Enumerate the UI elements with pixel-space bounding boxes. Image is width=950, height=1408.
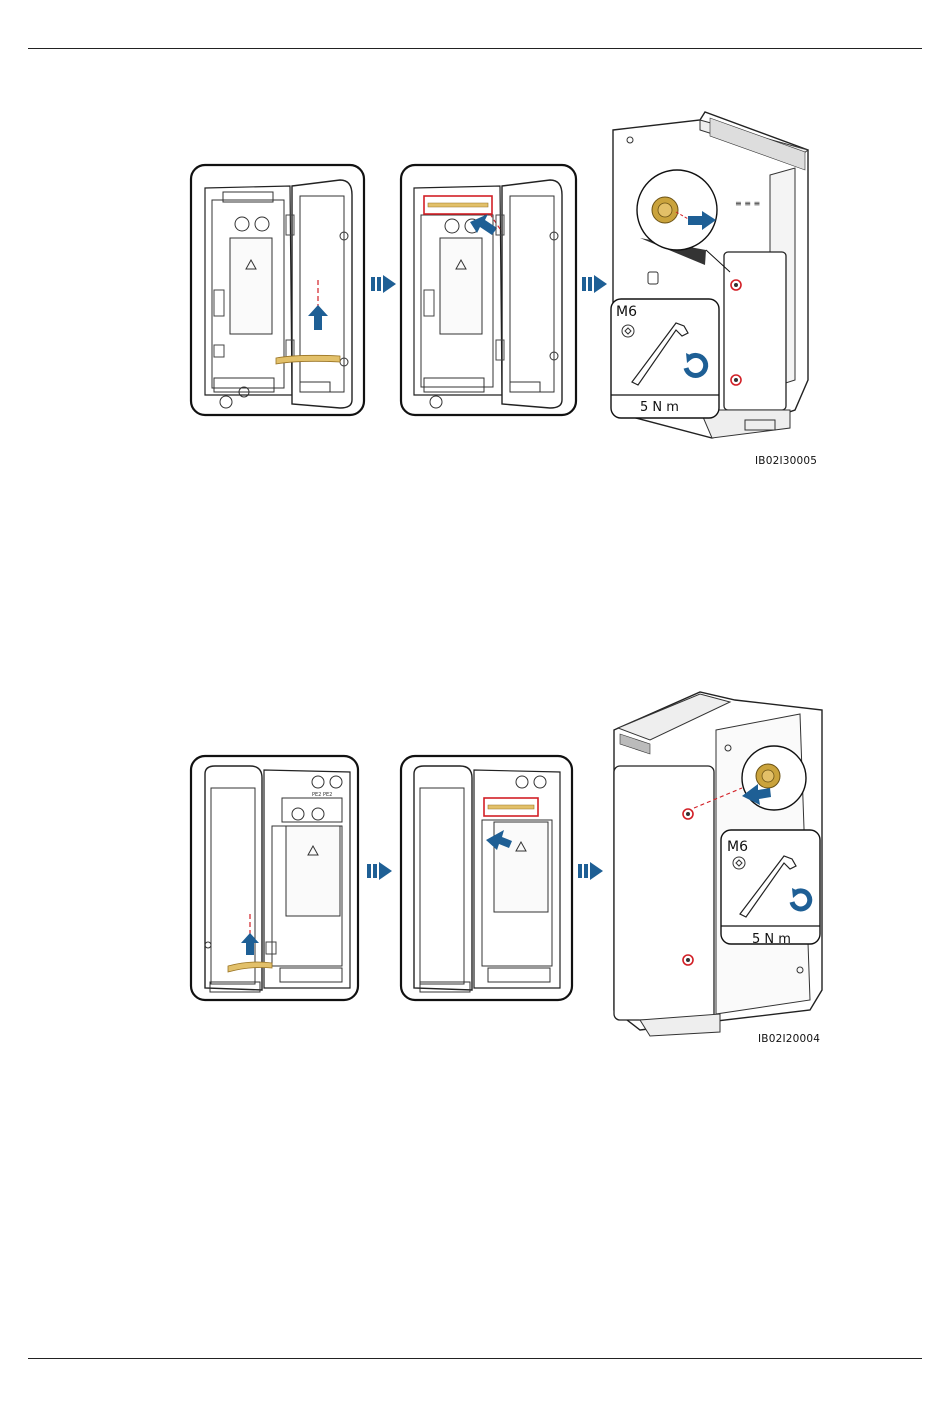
step-2-panel [401,165,576,415]
next-step-arrow-1 [371,275,396,293]
figure-code: IB02I20004 [758,1033,820,1045]
figure-2-illustration: PE2 PE2 [0,670,950,1060]
step-1-panel: PE2 PE2 [191,756,358,1000]
figure-1-illustration: ≡ ≡ ≡ M6 5 N m [0,0,950,480]
figure-code: IB02I30005 [755,455,817,467]
footer-rule [28,1358,922,1359]
svg-text:≡ ≡ ≡: ≡ ≡ ≡ [735,199,760,208]
next-step-arrow-2 [582,275,607,293]
torque-label: 5 N m [752,932,791,947]
bolt-size-label: M6 [727,839,748,855]
step-1-panel [191,165,364,415]
bolt-size-label: M6 [616,304,637,320]
next-step-arrow-1 [367,862,392,880]
next-step-arrow-2 [578,862,603,880]
svg-text:PE2 PE2: PE2 PE2 [312,792,332,798]
figure-2: PE2 PE2 [0,670,950,1060]
step-3-device: ≡ ≡ ≡ M6 5 N m [611,112,808,438]
step-3-device: M6 5 N m [614,692,822,1036]
figure-1: ≡ ≡ ≡ M6 5 N m IB02I30005 [0,0,950,480]
step-2-panel [401,756,572,1000]
torque-label: 5 N m [640,400,679,415]
